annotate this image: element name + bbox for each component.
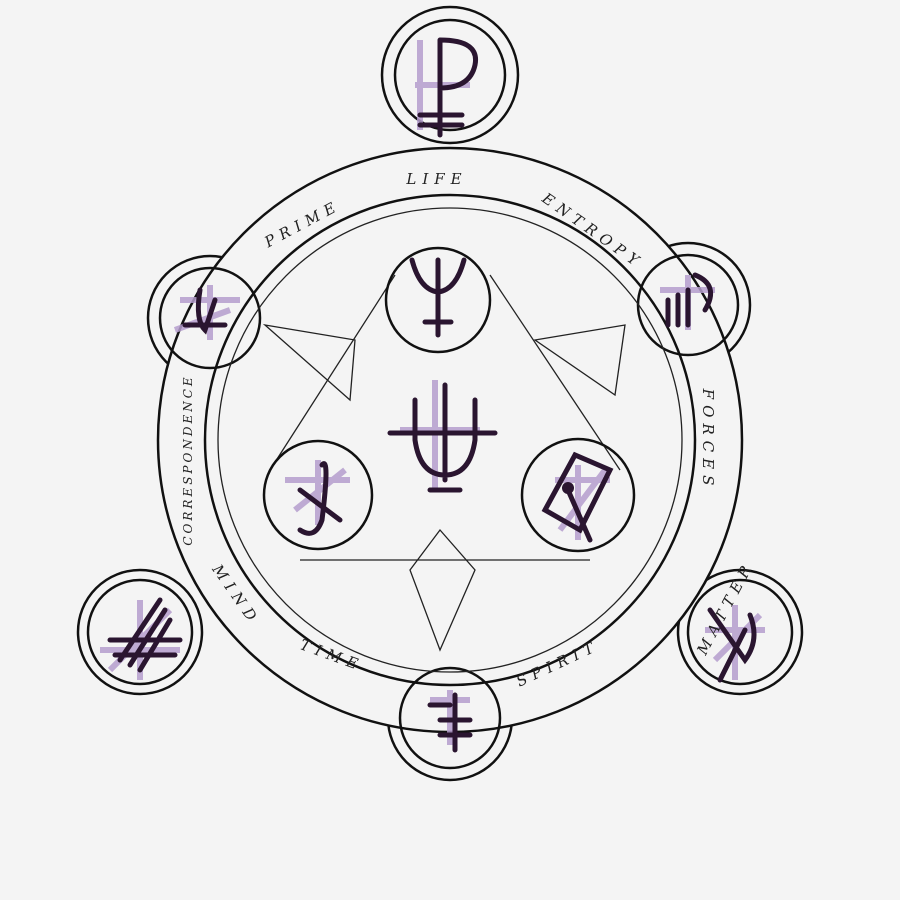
label-forces: FORCES: [699, 388, 717, 492]
entropy-glyph-icon: [660, 272, 715, 330]
correspondence-glyph-icon: [173, 285, 240, 340]
mind-glyph-icon: [285, 460, 350, 536]
life-glyph-icon: [409, 257, 467, 338]
prime-glyph-icon: [415, 37, 479, 138]
triangle-circle-top: [384, 246, 492, 354]
inner-ring: [203, 193, 697, 687]
triangle-circle-right: [520, 437, 636, 553]
label-correspondence: CORRESPONDENCE: [181, 374, 195, 545]
outer-ring: [156, 146, 744, 734]
time-glyph-icon: [100, 597, 183, 680]
triangle-circle-left: [262, 439, 374, 551]
matter-glyph-icon: [705, 605, 765, 683]
label-life: LIFE: [405, 170, 467, 188]
middle-ring: [217, 207, 683, 673]
lobe-inner-circles: [86, 18, 794, 770]
spirit-glyph-icon: [427, 690, 473, 753]
forces-glyph-icon: [541, 451, 614, 543]
center-glyph-icon: [387, 380, 498, 493]
triangle: [262, 274, 626, 652]
